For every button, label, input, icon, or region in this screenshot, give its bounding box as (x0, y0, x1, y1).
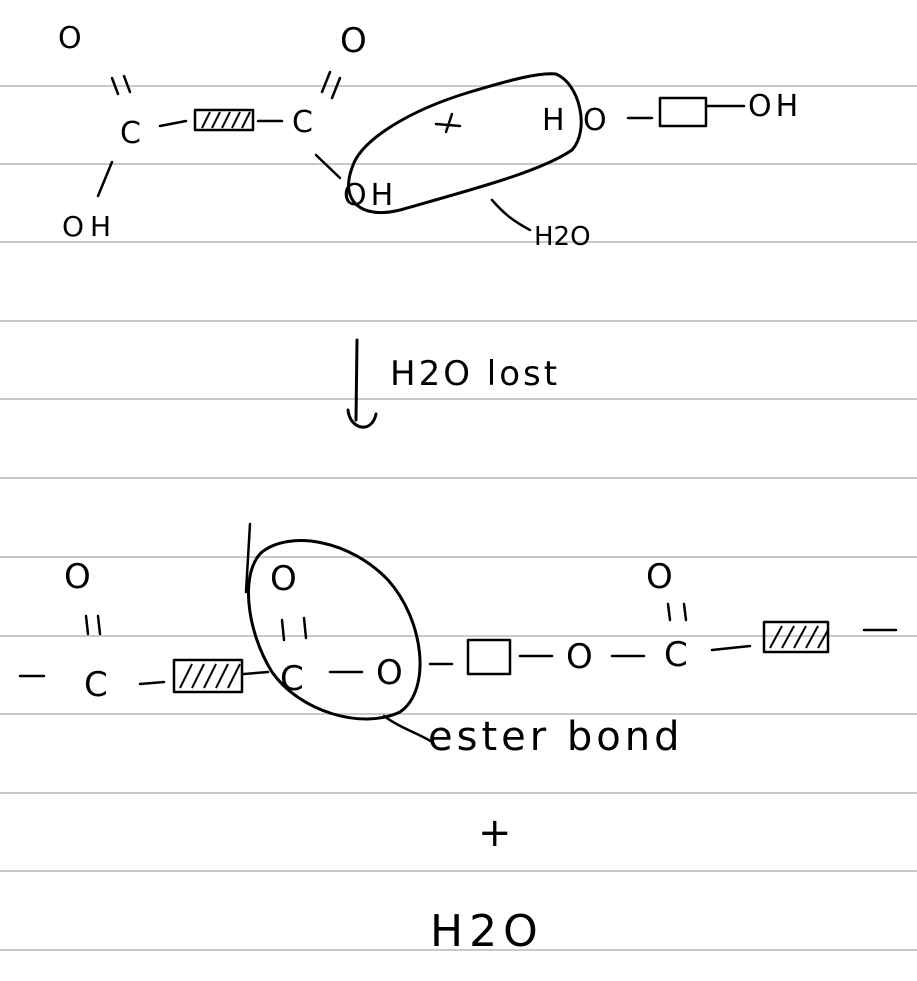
product-bond-c-to-r-left (138, 680, 166, 686)
product-hatched-r-group-right-icon (762, 620, 830, 654)
acid-carbonyl-o-left: O (58, 21, 82, 56)
product-double-bond-right (666, 602, 688, 622)
acid-carbonyl-o-right: O (340, 21, 367, 61)
arrow-label: H2O lost (390, 354, 560, 394)
byproduct-water-label: H2O (534, 222, 591, 252)
product-carbon-right: C (664, 635, 688, 675)
reaction-arrow: H2O lost (346, 338, 560, 429)
bond-c-to-oh-left (96, 160, 114, 198)
plus-sign: + (478, 810, 512, 856)
ester-bond-pointer (382, 714, 434, 744)
product-open-r-group-icon (466, 638, 512, 676)
arrow-head (346, 408, 378, 429)
water-formation-circle (347, 72, 583, 215)
alcohol-oxygen: O (583, 103, 607, 138)
hatched-r-group-icon (193, 108, 255, 132)
water-product: H2O (430, 906, 544, 957)
product-carbonyl-o-right: O (646, 557, 673, 597)
ester-bond-left-edge (244, 522, 252, 594)
ester-bond-label: ester bond (428, 714, 684, 760)
product-bond-c-to-r-right (710, 644, 752, 652)
diol-alcohol: H O OH (542, 89, 802, 138)
ruled-lines (0, 85, 917, 951)
product-carbonyl-o-left: O (64, 557, 91, 597)
arrow-tick (434, 112, 462, 134)
double-bond-left (110, 74, 132, 96)
product-double-bond-middle (280, 616, 308, 642)
alcohol-hydrogen: H (542, 103, 565, 138)
open-r-group-icon (658, 96, 708, 128)
alcohol-terminal-hydroxyl: OH (748, 89, 802, 124)
product-carbonyl-o-middle: O (270, 559, 297, 599)
product-hatched-r-group-left-icon (172, 658, 244, 694)
product-carbon-left: C (84, 665, 108, 705)
polyester-product: O C O C O O O C (18, 557, 898, 705)
product-double-bond-left (84, 614, 102, 636)
acid-carbon-right: C (292, 105, 313, 140)
double-bond-right (320, 70, 342, 100)
arrow-shaft (354, 338, 359, 422)
product-ester-oxygen: O (376, 653, 403, 693)
acid-carbon-left: C (120, 116, 141, 151)
dicarboxylic-acid: O C OH O C OH (58, 21, 393, 243)
product-bond-r-to-c-middle (242, 670, 270, 676)
bond-c-to-oh-right (314, 153, 342, 180)
acid-hydroxyl-left: OH (62, 210, 117, 243)
byproduct-pointer (490, 198, 532, 232)
bond-c-to-r (158, 119, 188, 128)
product-oxygen-right: O (566, 637, 593, 677)
ester-bond-circle (247, 539, 422, 721)
